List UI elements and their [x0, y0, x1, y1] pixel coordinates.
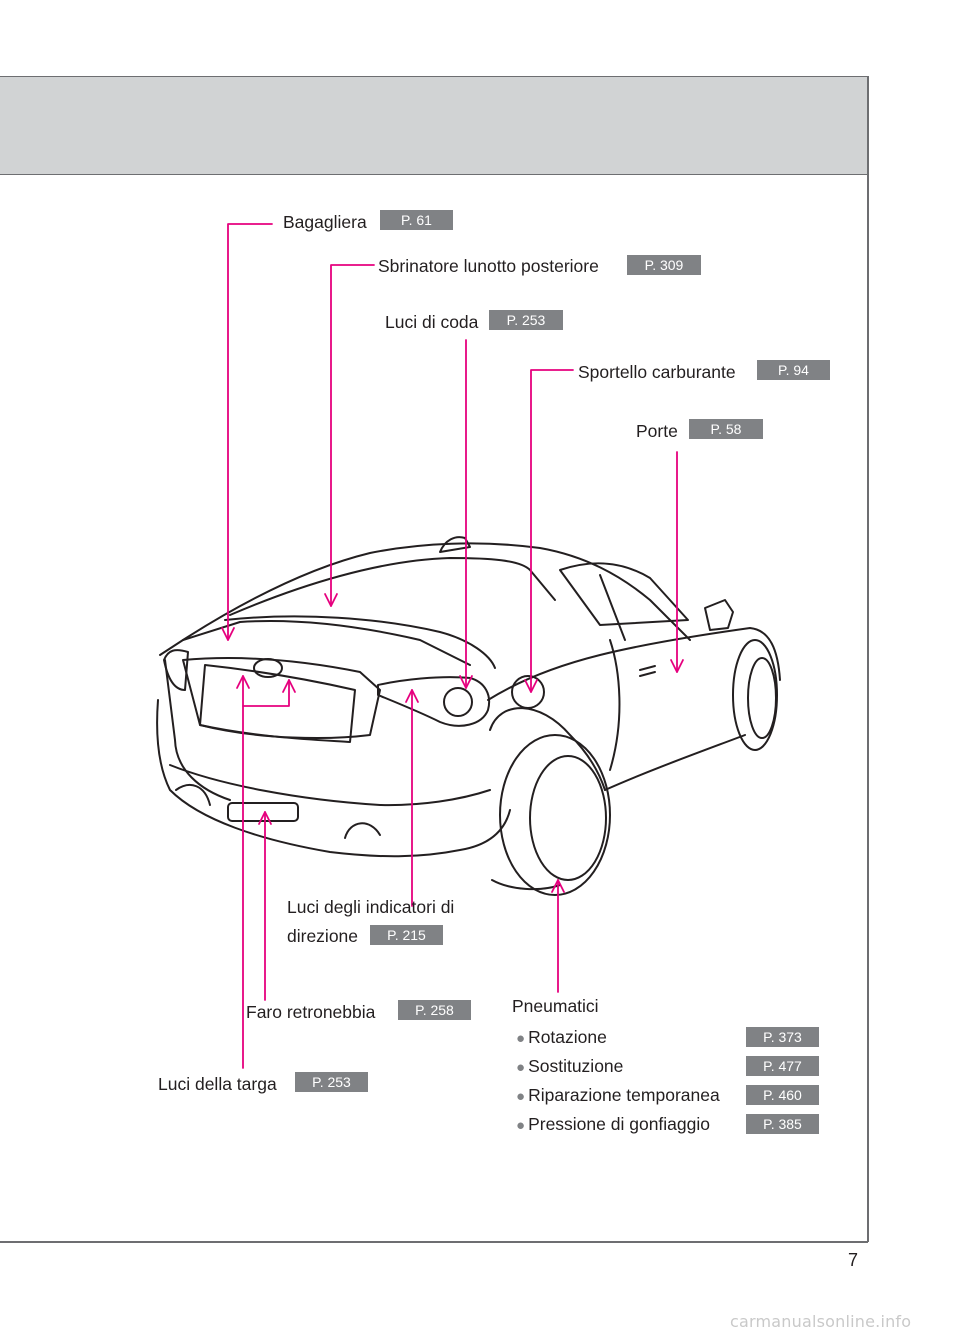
page-frame-right [867, 76, 869, 1242]
rear-defogger-page-ref[interactable]: P. 309 [627, 255, 701, 275]
page-frame-bottom [0, 1241, 868, 1243]
doors-page-ref[interactable]: P. 58 [689, 419, 763, 439]
trunk-label: Bagagliera [283, 212, 367, 232]
tires-item: ●Sostituzione [516, 1055, 623, 1079]
bullet-icon: ● [516, 1117, 526, 1134]
page-number: 7 [848, 1250, 859, 1270]
tires-item: ●Riparazione temporanea [516, 1084, 720, 1108]
turn-signals-label-line1: Luci degli indicatori di [287, 897, 455, 917]
turn-signals-page-ref[interactable]: P. 215 [370, 925, 443, 945]
tires-item-page-ref[interactable]: P. 385 [746, 1114, 819, 1134]
plate-lights-label: Luci della targa [158, 1074, 277, 1094]
turn-signals-label-line2: direzione [287, 926, 359, 946]
bullet-icon: ● [516, 1088, 526, 1105]
fuel-door-label: Sportello carburante [578, 362, 736, 382]
tires-item-label: Sostituzione [528, 1056, 624, 1076]
tires-item-label: Rotazione [528, 1027, 607, 1047]
tires-item-label: Pressione di gonfiaggio [528, 1114, 710, 1134]
tires-item: ●Pressione di gonfiaggio [516, 1113, 710, 1137]
watermark: carmanualsonline.info [730, 1312, 912, 1331]
tires-item-page-ref[interactable]: P. 373 [746, 1027, 819, 1047]
trunk-page-ref[interactable]: P. 61 [380, 210, 453, 230]
rear-defogger-label: Sbrinatore lunotto posteriore [378, 256, 599, 276]
rear-fog-label: Faro retronebbia [246, 1002, 376, 1022]
tires-label: Pneumatici [512, 996, 599, 1016]
section-header-band [0, 76, 868, 175]
tires-item-page-ref[interactable]: P. 477 [746, 1056, 819, 1076]
bullet-icon: ● [516, 1030, 526, 1047]
fuel-door-page-ref[interactable]: P. 94 [757, 360, 830, 380]
tires-item: ●Rotazione [516, 1026, 607, 1050]
plate-lights-page-ref[interactable]: P. 253 [295, 1072, 368, 1092]
doors-label: Porte [636, 421, 678, 441]
tail-lights-label: Luci di coda [385, 312, 479, 332]
tires-item-label: Riparazione temporanea [528, 1085, 720, 1105]
tires-item-page-ref[interactable]: P. 460 [746, 1085, 819, 1105]
tail-lights-page-ref[interactable]: P. 253 [489, 310, 563, 330]
bullet-icon: ● [516, 1059, 526, 1076]
rear-fog-page-ref[interactable]: P. 258 [398, 1000, 471, 1020]
